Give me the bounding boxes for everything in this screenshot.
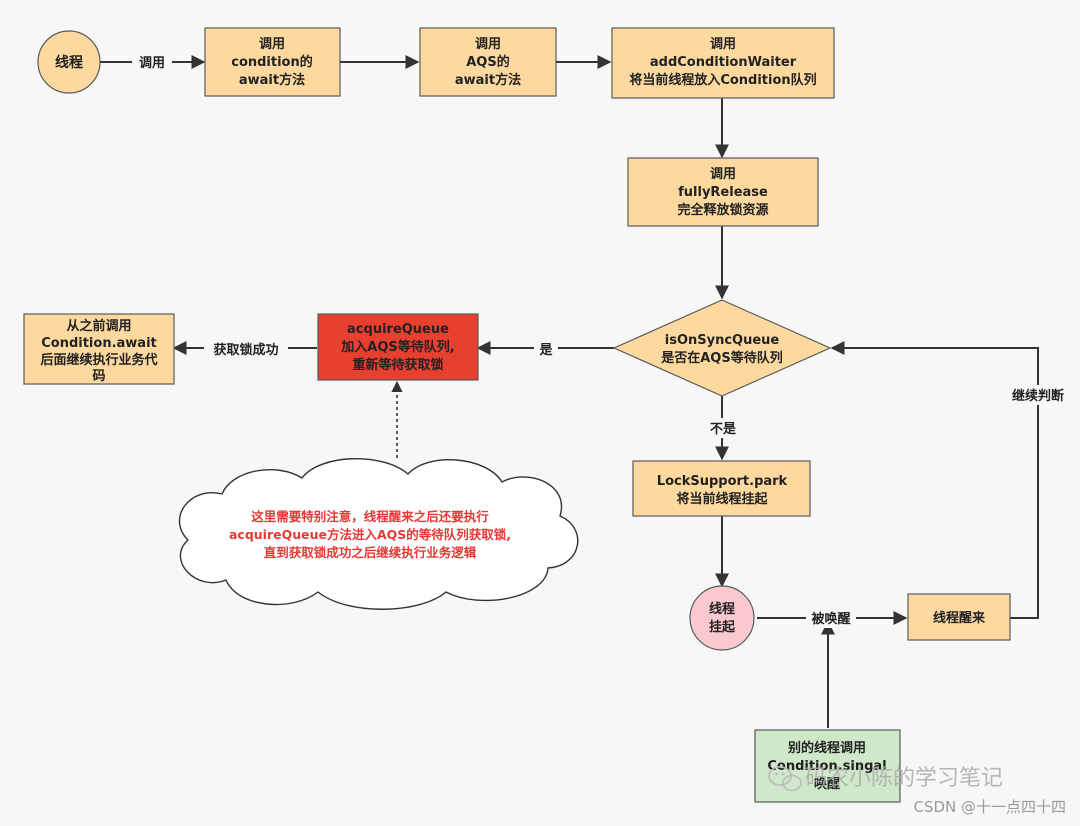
node-call-aqs-await: 调用 AQS的 await方法	[419, 27, 557, 97]
watermark-wechat: 码农小陈的学习笔记	[805, 766, 1003, 791]
node-call-condition-await: 调用 condition的 await方法	[204, 27, 341, 97]
node-add-condition-waiter-line1: 调用	[710, 37, 736, 52]
node-thread: 线程	[37, 30, 101, 94]
watermark-csdn: CSDN @十一点四十四	[913, 798, 1066, 816]
node-thread-label: 线程	[55, 54, 83, 71]
node-acquire-queue: acquireQueue 加入AQS等待队列, 重新等待获取锁	[317, 313, 479, 381]
edge-label-continue-check: 继续判断	[1012, 388, 1064, 404]
edges	[100, 55, 1039, 728]
cloud-note-line2: acquireQueue方法进入AQS的等待队列获取锁,	[229, 527, 511, 542]
edge-label-awakened: 被唤醒	[810, 611, 850, 627]
edge-continue-check-loop	[830, 341, 1039, 619]
node-fully-release-line2: fullyRelease	[678, 185, 768, 200]
edge-labels: 调用 是 获取锁成功 不是 继续判断 被唤醒	[132, 52, 1070, 628]
node-is-on-sync-queue-line1: isOnSyncQueue	[665, 333, 780, 348]
node-thread-suspended: 线程 挂起	[689, 585, 755, 651]
node-other-thread-signal-line2: Condition.singal	[767, 759, 886, 774]
wechat-icon	[768, 766, 802, 792]
node-continue-business-line1: 从之前调用	[66, 318, 131, 334]
node-add-condition-waiter-line3: 将当前线程放入Condition队列	[629, 72, 816, 88]
edge-label-no: 不是	[710, 422, 737, 437]
node-call-aqs-await-line1: 调用	[475, 37, 501, 52]
node-other-thread-signal-line1: 别的线程调用	[787, 740, 866, 756]
node-fully-release-line1: 调用	[710, 167, 736, 182]
node-add-condition-waiter: 调用 addConditionWaiter 将当前线程放入Condition队列	[611, 27, 835, 99]
watermark: 码农小陈的学习笔记 CSDN @十一点四十四	[768, 766, 1066, 816]
node-thread-suspended-line1: 线程	[709, 601, 735, 617]
cloud-note-line1: 这里需要特别注意，线程醒来之后还要执行	[251, 509, 489, 524]
node-call-condition-await-line1: 调用	[259, 37, 285, 52]
node-other-thread-signal: 别的线程调用 Condition.singal 唤醒	[754, 729, 901, 803]
node-continue-business-line2: Condition.await	[41, 336, 157, 351]
node-fully-release: 调用 fullyRelease 完全释放锁资源	[627, 157, 819, 227]
node-lock-support-park: LockSupport.park 将当前线程挂起	[632, 460, 811, 517]
node-is-on-sync-queue-line2: 是否在AQS等待队列	[660, 350, 782, 366]
node-call-condition-await-line2: condition的	[231, 54, 313, 70]
node-lock-support-park-line2: 将当前线程挂起	[676, 491, 768, 507]
node-acquire-queue-line3: 重新等待获取锁	[352, 357, 443, 373]
node-continue-business-line4: 码	[92, 369, 105, 384]
cloud-note: 这里需要特别注意，线程醒来之后还要执行 acquireQueue方法进入AQS的…	[178, 458, 579, 610]
node-other-thread-signal-line3: 唤醒	[814, 776, 840, 792]
cloud-note-line3: 直到获取锁成功之后继续执行业务逻辑	[264, 545, 477, 560]
edge-label-yes: 是	[538, 343, 553, 358]
node-acquire-queue-line2: 加入AQS等待队列,	[340, 339, 454, 355]
edge-label-acquire-success: 获取锁成功	[213, 342, 278, 358]
edge-label-call: 调用	[139, 56, 165, 71]
node-call-aqs-await-line3: await方法	[455, 72, 521, 88]
node-add-condition-waiter-line2: addConditionWaiter	[650, 55, 797, 70]
node-thread-suspended-line2: 挂起	[709, 619, 736, 635]
node-thread-wakes: 线程醒来	[907, 593, 1011, 641]
node-lock-support-park-line1: LockSupport.park	[657, 474, 788, 489]
node-is-on-sync-queue: isOnSyncQueue 是否在AQS等待队列	[612, 299, 832, 397]
node-acquire-queue-line1: acquireQueue	[347, 322, 449, 337]
node-thread-wakes-label: 线程醒来	[933, 610, 986, 626]
node-continue-business-line3: 后面继续执行业务代	[40, 352, 157, 368]
node-continue-business: 从之前调用 Condition.await 后面继续执行业务代 码	[23, 313, 175, 385]
node-call-condition-await-line3: await方法	[239, 72, 305, 88]
node-call-aqs-await-line2: AQS的	[466, 54, 509, 70]
cloud-shape	[178, 458, 579, 610]
node-fully-release-line3: 完全释放锁资源	[677, 202, 768, 218]
